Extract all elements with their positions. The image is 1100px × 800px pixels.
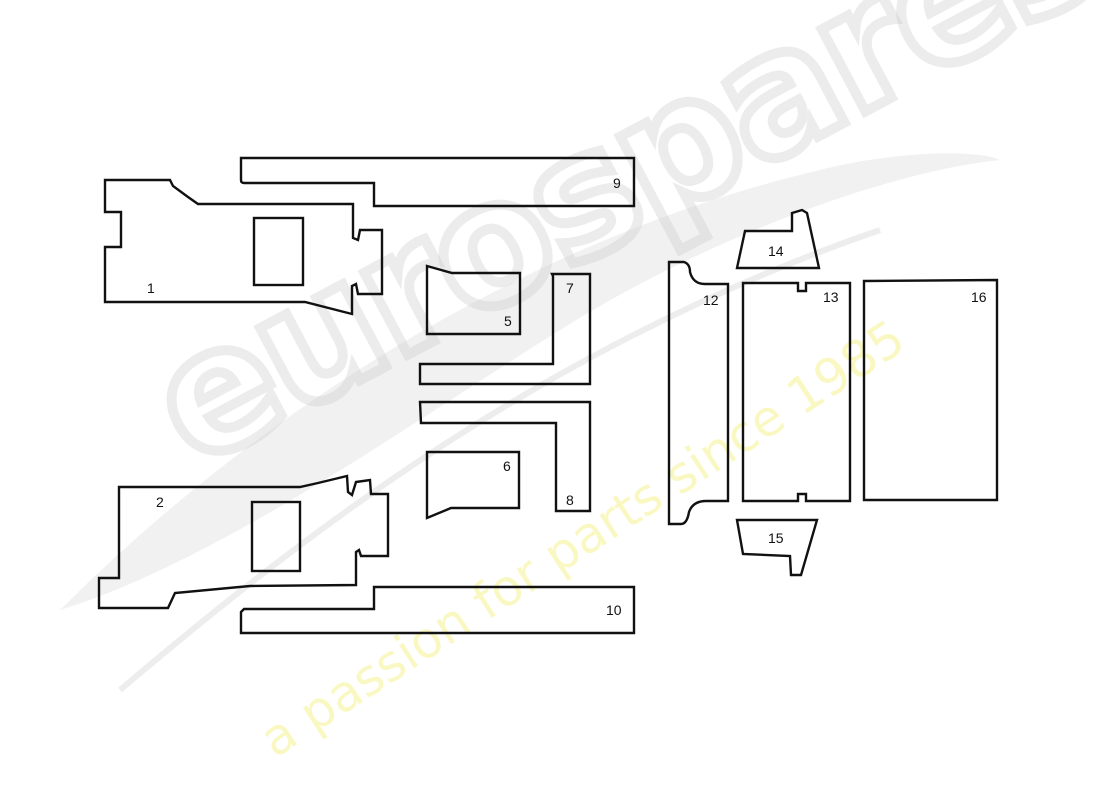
part-8-outline[interactable] [418, 400, 592, 513]
part-label-7: 7 [566, 280, 574, 296]
part-13-outline[interactable] [741, 281, 852, 503]
part-9-outline[interactable] [239, 156, 636, 208]
part-label-8: 8 [566, 492, 574, 508]
part-label-6: 6 [503, 458, 511, 474]
part-label-14: 14 [768, 243, 784, 259]
part-1-outline[interactable] [103, 178, 384, 316]
part-12-outline[interactable] [667, 260, 730, 526]
part-5-outline[interactable] [425, 264, 522, 336]
part-2-cutout [250, 500, 302, 573]
part-label-2: 2 [156, 494, 164, 510]
part-label-10: 10 [606, 602, 622, 618]
part-1-cutout [252, 216, 305, 287]
part-15-outline[interactable] [735, 518, 819, 577]
part-label-1: 1 [147, 280, 155, 296]
part-14-outline[interactable] [735, 208, 821, 270]
part-7-outline[interactable] [418, 272, 592, 386]
part-label-12: 12 [703, 292, 719, 308]
part-label-9: 9 [613, 175, 621, 191]
part-label-16: 16 [971, 289, 987, 305]
part-6-outline[interactable] [425, 450, 521, 520]
part-2-outline[interactable] [97, 474, 390, 610]
part-16-outline[interactable] [862, 278, 999, 502]
part-label-15: 15 [768, 530, 784, 546]
part-label-5: 5 [504, 313, 512, 329]
part-10-outline[interactable] [239, 585, 636, 635]
part-label-13: 13 [823, 289, 839, 305]
